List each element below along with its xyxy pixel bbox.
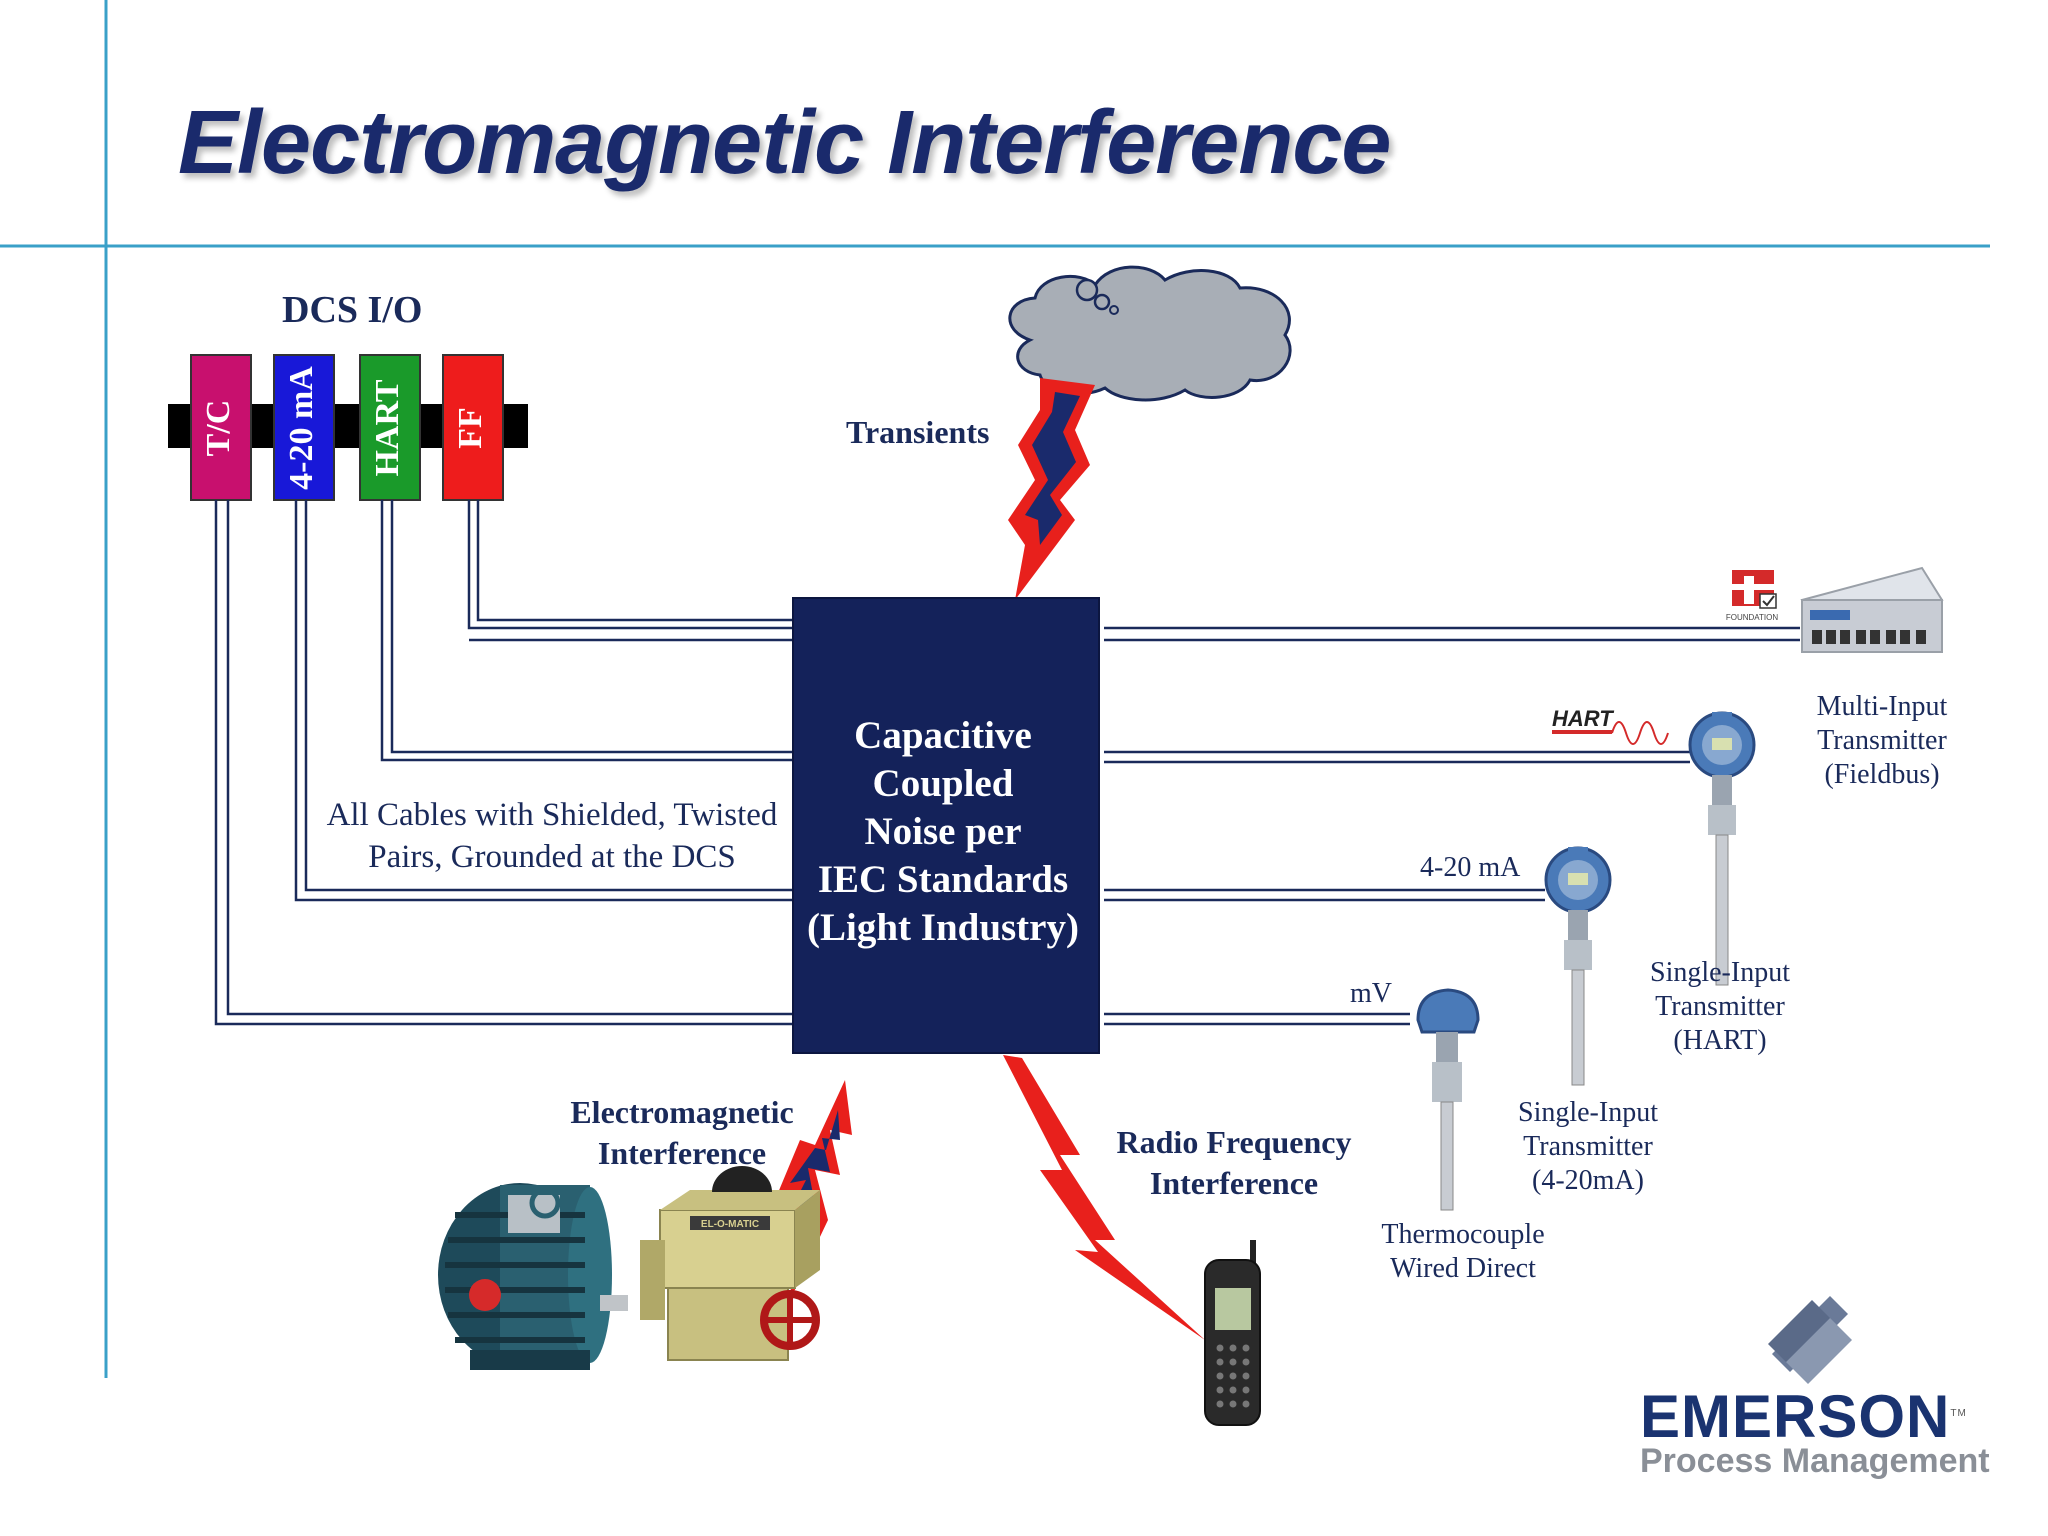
rfi-lightning-icon [1003, 1055, 1205, 1340]
center-box-line1: Capacitive [854, 714, 1032, 757]
io-card-4-20ma [273, 354, 335, 501]
single-hart-caption-line3: (HART) [1673, 1025, 1767, 1056]
io-card-tc-label: T/C [200, 400, 237, 457]
thermocouple-caption-line2: Wired Direct [1390, 1253, 1536, 1284]
cable-hart [380, 500, 800, 762]
io-card-tc [190, 354, 252, 501]
center-box-line4: IEC Standards [817, 858, 1069, 901]
rfi-label-line2: Interference [1149, 1165, 1319, 1201]
emerson-brand-sub: Process Management [1640, 1442, 1990, 1480]
center-box-line5: (Light Industry) [807, 906, 1079, 949]
single-ma-caption-line3: (4-20mA) [1532, 1165, 1644, 1196]
thermocouple-icon [1416, 988, 1480, 1211]
emi-label-line2: Interference [597, 1135, 767, 1171]
hart-transmitter-icon [1688, 711, 1756, 986]
trademark-mark: TM [1950, 1408, 1967, 1419]
ma-transmitter-icon [1544, 846, 1612, 1086]
thermocouple-caption-line1: Thermocouple [1381, 1219, 1545, 1250]
single-ma-caption-line2: Transmitter [1523, 1131, 1653, 1162]
io-card-4-20ma-label: 4-20 mA [283, 366, 320, 490]
rfi-label-line1: Radio Frequency [1116, 1124, 1352, 1160]
cable-note-line1: All Cables with Shielded, Twisted [326, 797, 778, 833]
center-noise-box [792, 597, 1100, 1054]
single-ma-caption-line1: Single-Input [1518, 1097, 1658, 1128]
hart-logo: HART [1552, 706, 1669, 745]
io-card-ff-label: FF [452, 407, 489, 449]
multi-input-caption-line1: Multi-Input [1816, 691, 1948, 722]
valve-brand-label: EL-O-MATIC [701, 1219, 759, 1230]
cables [214, 500, 1800, 1026]
center-box-line3: Noise per [864, 810, 1022, 853]
dcs-io-label: DCS I/O [282, 289, 423, 331]
emi-label-line1: Electromagnetic [570, 1094, 794, 1130]
single-ma-caption: Single-Input Transmitter (4-20mA) [1488, 1096, 1688, 1198]
io-card-ff [442, 354, 504, 501]
single-hart-caption: Single-Input Transmitter (HART) [1620, 956, 1820, 1058]
thermocouple-caption: Thermocouple Wired Direct [1358, 1218, 1568, 1286]
multi-input-caption-line2: Transmitter [1817, 725, 1947, 756]
emerson-wordmark: EMERSON [1640, 1383, 1951, 1450]
emi-label: Electromagnetic Interference [552, 1092, 812, 1174]
mv-signal-label: mV [1350, 978, 1392, 1009]
hart-logo-text: HART [1552, 706, 1614, 731]
rfi-label: Radio Frequency Interference [1100, 1122, 1368, 1204]
multi-input-caption: Multi-Input Transmitter (Fieldbus) [1782, 690, 1982, 792]
io-card-hart [359, 354, 421, 501]
emerson-logo-mark [1768, 1296, 1852, 1384]
single-hart-caption-line2: Transmitter [1655, 991, 1785, 1022]
cable-ff-inner [467, 500, 800, 630]
cable-note-line2: Pairs, Grounded at the DCS [368, 839, 736, 875]
foundation-fieldbus-logo: FOUNDATION [1722, 570, 1778, 622]
electric-motor-icon [438, 1183, 628, 1370]
cable-note: All Cables with Shielded, Twisted Pairs,… [312, 794, 792, 878]
emerson-brand-name: EMERSONTM [1640, 1382, 1967, 1451]
cable-tc [214, 500, 800, 1026]
cable-4-20ma [294, 500, 800, 902]
multi-input-caption-line3: (Fieldbus) [1824, 759, 1940, 790]
center-box-line2: Coupled [872, 762, 1014, 805]
center-box-text: Capacitive Coupled Noise per IEC Standar… [790, 712, 1096, 952]
io-card-hart-label: HART [369, 379, 406, 476]
foundation-logo-text: FOUNDATION [1726, 613, 1779, 622]
cell-phone-icon [1204, 1240, 1261, 1426]
multi-input-transmitter-icon [1800, 566, 1944, 653]
ma-signal-label: 4-20 mA [1420, 852, 1521, 883]
transient-lightning-icon [1008, 378, 1095, 600]
valve-actuator-icon: EL-O-MATIC [640, 1166, 820, 1361]
transients-label: Transients [846, 414, 990, 450]
single-hart-caption-line1: Single-Input [1650, 957, 1790, 988]
slide-title: Electromagnetic Interference [178, 93, 1391, 193]
